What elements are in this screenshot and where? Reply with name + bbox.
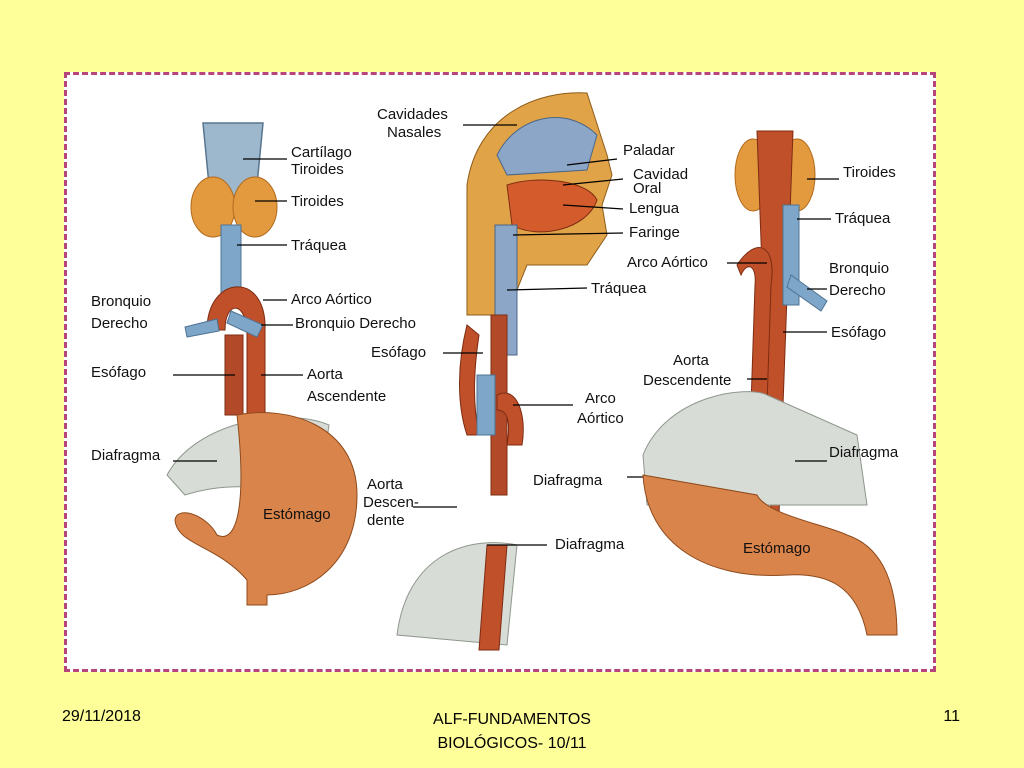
right-figure: Tiroides Tráquea Arco Aórtico Bronquio D…	[627, 130, 899, 636]
label-aorta-descendente: Descen-	[363, 494, 419, 511]
label-bronquio-derecho: Bronquio	[91, 293, 151, 310]
label-aorta-descendente: Aorta	[673, 352, 710, 369]
label-faringe: Faringe	[629, 224, 680, 241]
label-diafragma: Diafragma	[829, 444, 899, 461]
aortic-arch-shape	[496, 392, 524, 446]
label-traquea: Tráquea	[291, 237, 347, 254]
label-traquea: Tráquea	[835, 210, 891, 227]
label-bronquio-derecho: Derecho	[91, 315, 148, 332]
label-bronquio-derecho: Derecho	[829, 282, 886, 299]
label-tiroides: Tiroides	[843, 164, 896, 181]
label-esofago: Esófago	[91, 364, 146, 381]
footer-title-line1: ALF-FUNDAMENTOS	[433, 711, 591, 728]
label-estomago: Estómago	[263, 506, 331, 523]
footer-title: ALF-FUNDAMENTOS BIOLÓGICOS- 10/11	[0, 708, 1024, 756]
label-esofago: Esófago	[831, 324, 886, 341]
label-cavidades-nasales: Nasales	[387, 124, 441, 141]
aortic-arch-shape	[459, 324, 480, 436]
label-diafragma: Diafragma	[533, 472, 603, 489]
label-arco-aortico: Arco Aórtico	[291, 291, 372, 308]
stomach-shape	[174, 412, 358, 606]
label-estomago: Estómago	[743, 540, 811, 557]
middle-figure: Cavidades Nasales Paladar Cavidad Oral L…	[363, 92, 723, 651]
label-traquea: Tráquea	[591, 280, 647, 297]
label-paladar: Paladar	[623, 142, 675, 159]
label-bronquio-derecho-right: Bronquio Derecho	[295, 315, 416, 332]
oral-cavity-shape	[506, 179, 598, 233]
label-aorta-descendente: Descendente	[643, 372, 731, 389]
label-cavidades-nasales: Cavidades	[377, 106, 448, 123]
stomach-shape	[642, 474, 898, 636]
label-cartilago-tiroides: Cartílago	[291, 144, 352, 161]
label-tiroides: Tiroides	[291, 193, 344, 210]
thyroid-gland-shape	[232, 176, 278, 238]
label-cavidad-oral: Cavidad	[633, 166, 688, 183]
label-lengua: Lengua	[629, 200, 680, 217]
label-aorta-descendente: Aorta	[367, 476, 404, 493]
anatomy-illustration: Cartílago Tiroides Tiroides Tráquea Arco…	[91, 92, 899, 651]
footer-date: 29/11/2018	[62, 708, 141, 725]
label-bronquio-derecho: Bronquio	[829, 260, 889, 277]
label-cavidad-oral: Oral	[633, 180, 661, 197]
page-number: 11	[943, 708, 960, 725]
diaphragm-shape	[642, 391, 868, 506]
footer-title-line2: BIOLÓGICOS- 10/11	[437, 735, 587, 752]
diagram-frame: Cartílago Tiroides Tiroides Tráquea Arco…	[64, 72, 936, 672]
label-diafragma-2: Diafragma	[555, 536, 625, 553]
bronchus-shape	[786, 274, 828, 312]
label-arco-aortico: Arco	[585, 390, 616, 407]
aortic-arch-shape	[736, 247, 773, 406]
left-figure: Cartílago Tiroides Tiroides Tráquea Arco…	[91, 122, 416, 606]
bronchus-shape	[184, 318, 220, 338]
trachea-shape	[476, 374, 496, 436]
label-arco-aortico: Arco Aórtico	[627, 254, 708, 271]
label-aorta-ascendente: Ascendente	[307, 388, 386, 405]
label-cartilago-tiroides: Tiroides	[291, 161, 344, 178]
label-esofago: Esófago	[371, 344, 426, 361]
label-aorta-ascendente: Aorta	[307, 366, 344, 383]
label-arco-aortico: Aórtico	[577, 410, 624, 427]
nasal-cavity-shape	[496, 117, 598, 176]
bronchus-shape	[226, 310, 264, 338]
trachea-shape	[220, 224, 242, 298]
label-aorta-descendente: dente	[367, 512, 405, 529]
label-diafragma: Diafragma	[91, 447, 161, 464]
